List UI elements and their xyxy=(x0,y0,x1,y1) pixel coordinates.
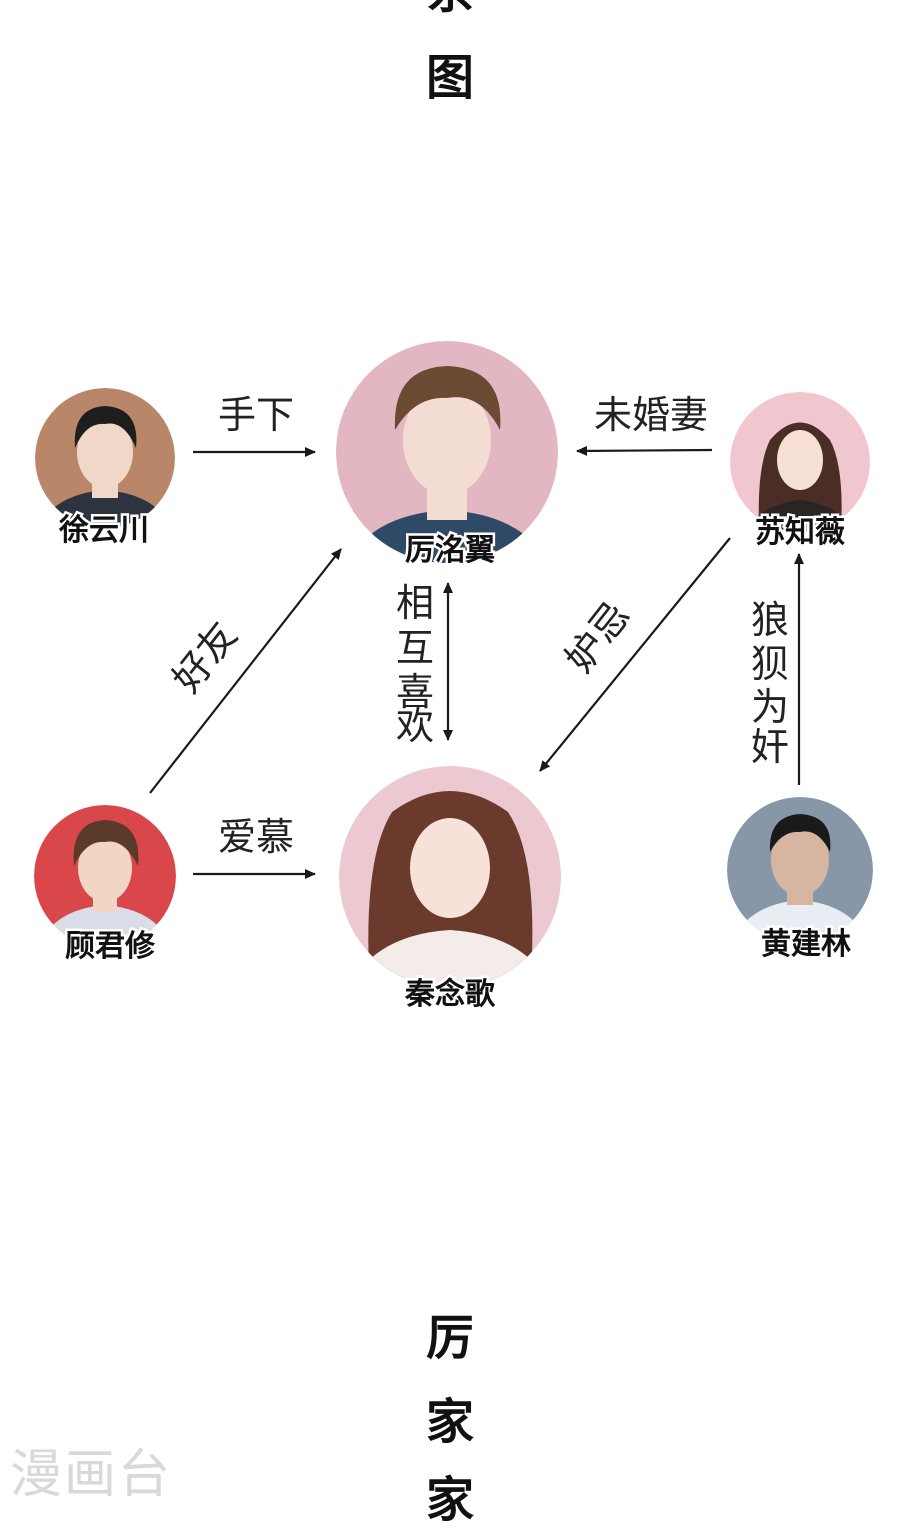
arrow-fiancee xyxy=(576,445,713,456)
portrait-face xyxy=(771,824,829,896)
label-collusion-char: 奸 xyxy=(751,725,789,769)
title-top-char: 图 xyxy=(425,50,474,106)
title-bottom-char-1: 厉 xyxy=(425,1310,474,1366)
label-mutual-like-char: 互 xyxy=(396,626,434,670)
label-mutual-like-char: 喜 xyxy=(396,670,434,714)
portrait-hair xyxy=(769,814,831,852)
portrait-li-mingyi xyxy=(336,341,558,563)
label-fiancee: 未婚妻 xyxy=(594,393,708,437)
arrow-jealousy xyxy=(539,537,731,772)
arrow-friend xyxy=(149,548,342,794)
label-collusion-char: 狼 xyxy=(751,598,789,642)
label-subordinate: 手下 xyxy=(218,393,294,437)
label-collusion-char: 狈 xyxy=(751,642,789,686)
title-bottom-char-2: 家 xyxy=(425,1394,474,1450)
label-mutual-like-char: 欢 xyxy=(396,704,434,748)
portrait-face xyxy=(403,385,491,495)
title-top-tail-char: 系 xyxy=(0,0,900,16)
name-xu-yunchuan: 徐云川 xyxy=(58,513,149,548)
portrait-hair xyxy=(74,406,137,448)
label-collusion: 狼 狈 为 奸 xyxy=(751,598,789,769)
label-mutual-like: 相 互 喜 欢 xyxy=(396,581,434,748)
portrait-face xyxy=(777,430,823,490)
portrait-face xyxy=(77,416,133,488)
portrait-su-zhiwei xyxy=(730,392,870,532)
name-huang-jianlin: 黄建林 xyxy=(761,927,851,962)
portrait-face xyxy=(410,818,490,918)
name-gu-junxiu: 顾君修 xyxy=(65,929,156,964)
portrait-face xyxy=(78,834,132,902)
portrait-hair xyxy=(394,366,501,430)
name-qin-niange: 秦念歌 xyxy=(404,977,496,1012)
label-collusion-char: 为 xyxy=(751,685,789,729)
label-jealousy: 妒忌 xyxy=(557,594,638,681)
portrait-shirt xyxy=(740,500,860,532)
name-li-mingyi: 厉洺翼 xyxy=(405,533,495,568)
portrait-qin-niange xyxy=(339,766,561,988)
label-admire: 爱慕 xyxy=(218,815,294,859)
name-su-zhiwei: 苏知薇 xyxy=(755,515,845,550)
watermark-logo: 漫画台 xyxy=(10,1445,173,1505)
label-mutual-like-char: 相 xyxy=(396,581,434,625)
portrait-hair xyxy=(73,820,139,866)
